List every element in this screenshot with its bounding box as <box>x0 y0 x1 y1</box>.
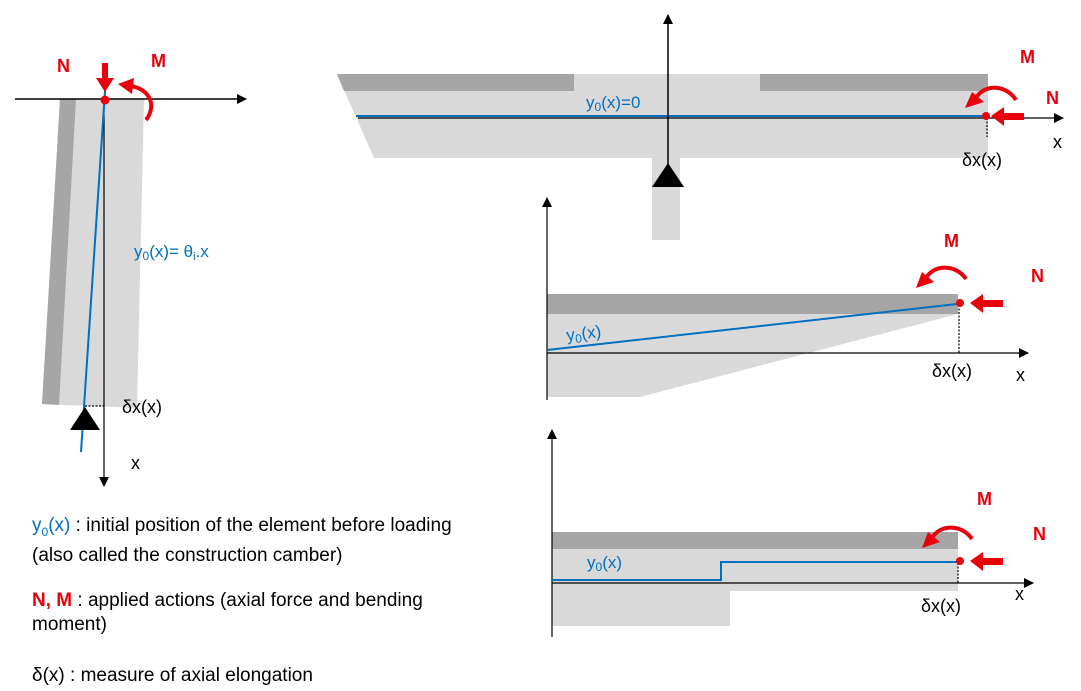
column-M-arrow-icon <box>129 84 154 122</box>
stepped-beam-camber-line <box>552 561 957 581</box>
column-load-point <box>100 95 110 105</box>
tapered-beam-N-label: N <box>1031 266 1044 286</box>
tapered-beam-camber-line <box>546 303 958 351</box>
legend-elongation-text: δ(x) : measure of axial elongation <box>32 665 313 686</box>
tapered-beam-M-arrow-icon <box>924 265 968 281</box>
legend-item-elongation: δ(x) : measure of axial elongation <box>32 664 313 688</box>
flat-beam-M-label: M <box>1020 47 1035 67</box>
column-x-axis-label: x <box>131 453 140 473</box>
flat-beam-N-label: N <box>1046 88 1059 108</box>
flat-beam-x-axis-label: x <box>1053 132 1062 152</box>
legend-item-camber: y0(x) : initial position of the element … <box>32 514 452 568</box>
column-N-label: N <box>57 56 70 76</box>
column-camber-line <box>80 75 107 453</box>
column-elongation-label: δx(x) <box>122 397 162 417</box>
legend-actions-text-line2: moment) <box>32 614 107 635</box>
tapered-beam-dark-strip <box>547 294 958 314</box>
legend-item-actions: N, M : applied actions (axial force and … <box>32 589 423 637</box>
stepped-beam-M-label: M <box>977 489 992 509</box>
tapered-beam-load-point <box>956 299 964 307</box>
flat-beam-load-point <box>982 112 990 120</box>
stepped-beam-N-label: N <box>1033 524 1046 544</box>
tapered-beam-body-light <box>547 294 958 397</box>
column-M-label: M <box>151 51 166 71</box>
stepped-beam-diagram: M N y0(x) δx(x) x <box>547 429 1046 637</box>
column-body-dark-strip <box>42 99 76 405</box>
tapered-beam-M-label: M <box>944 231 959 251</box>
tapered-beam-x-axis-label: x <box>1016 365 1025 385</box>
stepped-beam-M-arrow-icon <box>930 525 974 541</box>
legend-camber-text-line2: (also called the construction camber) <box>32 544 343 566</box>
flat-beam-elongation-label: δx(x) <box>962 150 1002 170</box>
stepped-beam-body-light <box>552 532 958 626</box>
tapered-beam-camber-label: y0(x) <box>565 322 602 347</box>
column-N-arrow-icon <box>96 63 114 92</box>
stepped-beam-M-arrowhead-icon <box>922 532 940 548</box>
legend-actions-text: : applied actions (axial force and bendi… <box>72 590 423 611</box>
tapered-beam-elongation-label: δx(x) <box>932 361 972 381</box>
flat-beam-M-arrow-icon <box>974 85 1018 102</box>
stepped-beam-N-arrow-icon <box>970 552 1003 571</box>
column-diagram: N M y0(x)= θi.x δx(x) x <box>15 51 247 487</box>
stepped-beam-elongation-label: δx(x) <box>921 596 961 616</box>
column-support-icon <box>70 407 100 430</box>
flat-beam-M-arrowhead-icon <box>965 92 984 108</box>
stepped-beam-x-axis-label: x <box>1015 584 1024 604</box>
flat-beam-dark-left <box>337 74 574 91</box>
stepped-beam-load-point <box>956 557 964 565</box>
tapered-beam-N-arrow-icon <box>970 294 1003 313</box>
flat-beam-dark-right <box>760 74 988 91</box>
flat-beam-N-arrow-icon <box>991 107 1024 126</box>
flat-beam-support-icon <box>652 163 684 187</box>
tapered-beam-M-arrowhead-icon <box>916 272 934 288</box>
legend-camber-symbol: y0(x) <box>32 515 71 539</box>
flat-beam-diagram: y0(x)=0 M N x δx(x) <box>337 14 1064 240</box>
legend-camber-text: : initial position of the element before… <box>70 515 452 536</box>
legend-actions-symbol: N, M <box>32 590 73 611</box>
column-camber-label: y0(x)= θi.x <box>134 242 209 263</box>
column-M-arrowhead-icon <box>118 78 134 94</box>
stepped-beam-camber-label: y0(x) <box>587 553 622 574</box>
flat-beam-camber-label: y0(x)=0 <box>586 93 640 114</box>
stepped-beam-dark-strip <box>552 532 958 549</box>
tapered-beam-diagram: M N y0(x) δx(x) x <box>542 197 1044 400</box>
